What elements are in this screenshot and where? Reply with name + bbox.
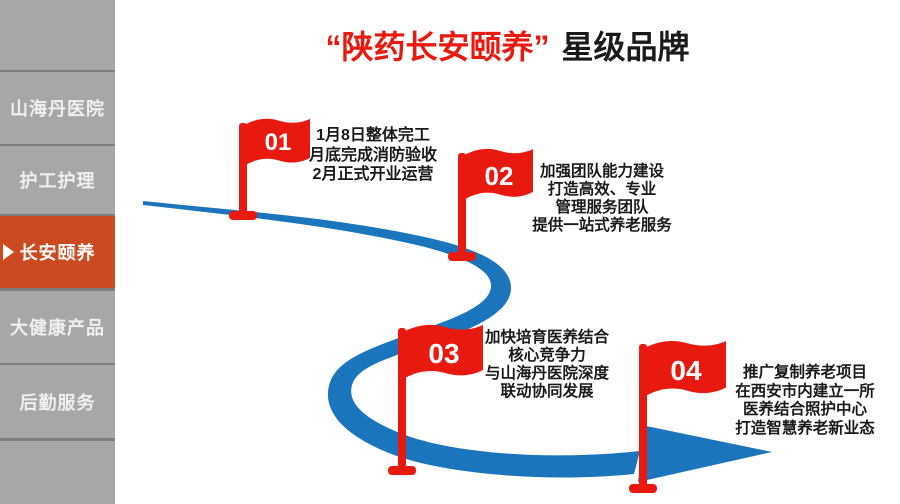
sidebar-item-hospital[interactable]: 山海丹医院 [0, 72, 115, 144]
milestone-line: 与山海丹医院深度 [484, 365, 609, 382]
title-quoted-brand: “陕药长安颐养” [325, 29, 550, 65]
sidebar-item-label: 后勤服务 [19, 392, 96, 413]
active-item-arrow-icon [3, 244, 14, 260]
page-title: “陕药长安颐养” 星级品牌 [115, 22, 900, 68]
flag-base [629, 484, 657, 493]
sidebar-item-label: 护工护理 [19, 171, 96, 191]
milestone-line: 1月8日整体完工 [316, 127, 430, 144]
flag-base [229, 211, 257, 220]
milestone-text-4: 推广复制养老项目 在西安市内建立一所 医养结合照护中心 打造智慧养老新业态 [713, 364, 897, 438]
flag-base [448, 252, 476, 261]
flag-banner-icon [405, 324, 483, 378]
milestone-line: 联动协同发展 [500, 383, 594, 400]
flag-banner-icon [246, 118, 310, 165]
milestone-number: 02 [484, 161, 514, 191]
milestone-number: 01 [264, 129, 292, 156]
flag-base [388, 466, 416, 475]
milestone-line: 医养结合照护中心 [742, 401, 867, 418]
title-rest: 星级品牌 [561, 29, 690, 65]
milestone-line: 管理服务团队 [555, 199, 649, 216]
sidebar-spacer-top [0, 0, 115, 70]
sidebar-item-label: 山海丹医院 [10, 99, 105, 119]
milestone-line: 核心竞争力 [508, 347, 586, 364]
sidebar-item-nursing[interactable]: 护工护理 [0, 146, 115, 214]
arrow-head-icon [638, 426, 772, 482]
milestone-line: 加快培育医养结合 [484, 329, 609, 346]
sidebar-item-health-products[interactable]: 大健康产品 [0, 291, 115, 363]
flag-pole [398, 328, 406, 470]
sidebar-item-label: 长安颐养 [19, 243, 96, 263]
milestone-text-3: 加快培育医养结合 核心竞争力 与山海丹医院深度 联动协同发展 [457, 329, 637, 401]
sidebar-item-label: 大健康产品 [10, 318, 105, 338]
sidebar: 山海丹医院 护工护理 长安颐养 大健康产品 后勤服务 [0, 0, 115, 504]
milestone-line: 打造高效、专业 [547, 181, 657, 198]
sidebar-spacer-bottom [0, 441, 115, 504]
milestone-line: 推广复制养老项目 [742, 364, 867, 381]
milestone-flag-2: 02 [448, 148, 536, 262]
milestone-text-1: 1月8日整体完工 月底完成消防验收 2月正式开业运营 [283, 126, 463, 185]
flag-pole [239, 123, 247, 215]
milestone-flag-1: 01 [229, 118, 313, 220]
sidebar-item-logistics[interactable]: 后勤服务 [0, 365, 115, 438]
milestone-line: 在西安市内建立一所 [735, 382, 875, 400]
milestone-text-2: 加强团队能力建设 打造高效、专业 管理服务团队 提供一站式养老服务 [512, 163, 692, 235]
flag-pole [639, 344, 647, 488]
milestone-flag-3: 03 [388, 324, 484, 476]
milestone-line: 提供一站式养老服务 [532, 217, 672, 234]
flag-pole [458, 153, 466, 253]
flag-banner-icon [646, 340, 726, 396]
flag-banner-icon [465, 148, 533, 200]
milestone-line: 2月正式开业运营 [312, 166, 434, 183]
milestone-line: 月底完成消防验收 [308, 146, 437, 164]
milestone-number: 04 [670, 355, 702, 386]
sidebar-item-changan-care[interactable]: 长安颐养 [0, 216, 115, 288]
milestone-flag-4: 04 [629, 340, 727, 494]
milestone-line: 加强团队能力建设 [539, 163, 664, 180]
milestone-line: 打造智慧养老新业态 [735, 419, 875, 437]
milestone-number: 03 [428, 338, 460, 369]
